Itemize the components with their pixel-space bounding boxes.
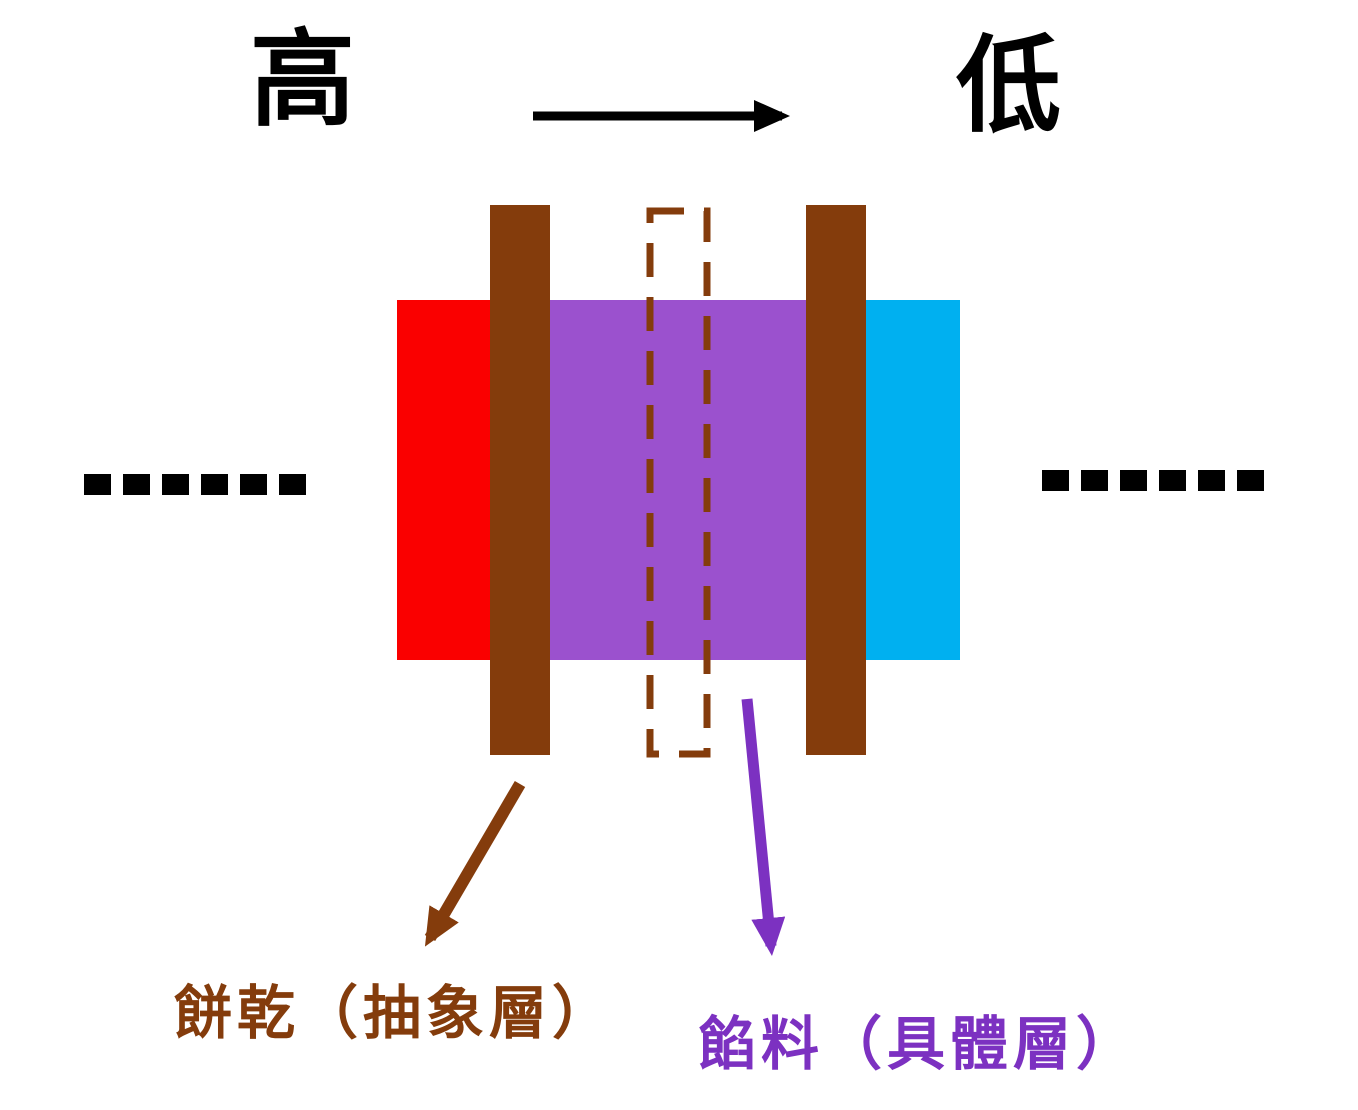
filling-layer-block <box>550 300 806 660</box>
dot <box>84 474 111 495</box>
dot <box>240 474 267 495</box>
ellipsis-right <box>1042 470 1264 491</box>
cookie-layer-left-bar <box>490 205 550 755</box>
dot <box>1198 470 1225 491</box>
dot <box>1120 470 1147 491</box>
blue-layer-block <box>866 300 960 660</box>
ellipsis-left <box>84 474 306 495</box>
dot <box>1237 470 1264 491</box>
dot <box>201 474 228 495</box>
filling-annotation-arrow <box>741 698 786 956</box>
dot <box>123 474 150 495</box>
high-label: 高 <box>250 22 356 139</box>
cookie-label: 餅乾（抽象層） <box>174 981 616 1046</box>
low-label: 低 <box>956 28 1062 145</box>
dot <box>1042 470 1069 491</box>
dot <box>279 474 306 495</box>
dot <box>1159 470 1186 491</box>
cookie-annotation-arrow <box>424 780 526 947</box>
cookie-layer-right-bar <box>806 205 866 755</box>
dot <box>1081 470 1108 491</box>
filling-label: 餡料（具體層） <box>698 1012 1140 1077</box>
dot <box>162 474 189 495</box>
red-layer-block <box>397 300 490 660</box>
